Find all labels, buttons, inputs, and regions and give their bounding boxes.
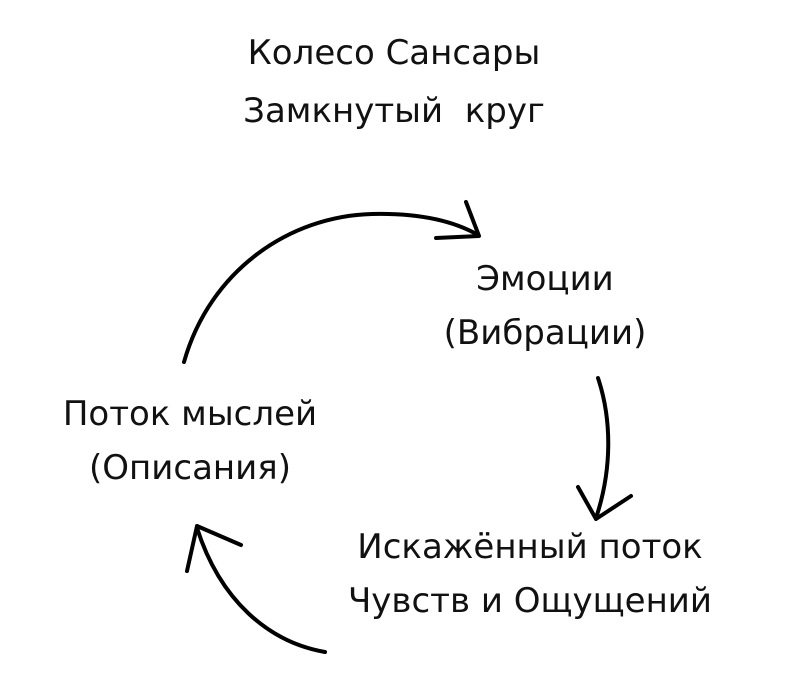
arrow-thoughts-to-emotions	[182, 211, 480, 364]
node-feelings-line-1: Искажённый поток	[357, 527, 703, 567]
arrowhead-thoughts-to-emotions	[434, 200, 481, 240]
node-emotions-line-2: (Вибрации)	[443, 313, 647, 353]
arrow-feelings-to-thoughts	[195, 526, 327, 654]
node-thoughts: Поток мыслей (Описания)	[20, 387, 360, 495]
node-emotions: Эмоции (Вибрации)	[410, 252, 680, 360]
node-feelings-line-2: Чувств и Ощущений	[348, 581, 712, 621]
node-thoughts-line-2: (Описания)	[89, 448, 291, 488]
node-emotions-line-1: Эмоции	[476, 259, 614, 299]
arrow-emotions-to-feelings	[594, 376, 611, 520]
diagram-title: Колесо Сансары Замкнутый круг	[0, 24, 788, 140]
node-feelings: Искажённый поток Чувств и Ощущений	[320, 520, 740, 628]
node-thoughts-line-1: Поток мыслей	[62, 394, 318, 434]
arrowhead-feelings-to-thoughts	[185, 524, 243, 573]
title-line-2: Замкнутый круг	[243, 91, 545, 131]
title-line-1: Колесо Сансары	[247, 33, 541, 73]
arrowhead-emotions-to-feelings	[576, 485, 633, 521]
